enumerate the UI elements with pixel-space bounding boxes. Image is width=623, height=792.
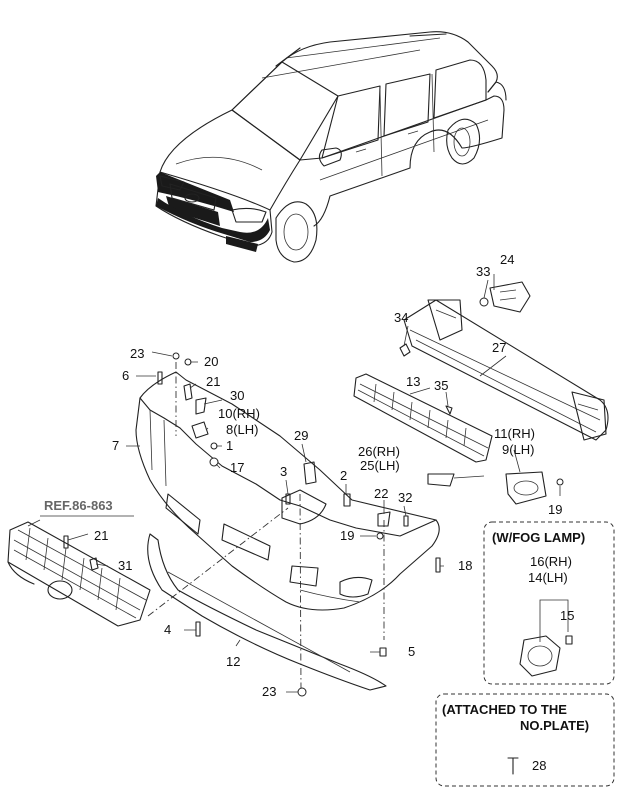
callout-3: 3	[280, 464, 287, 479]
callout-11: 11(RH)	[494, 426, 535, 441]
callout-34: 34	[394, 310, 408, 325]
callout-1: 1	[226, 438, 233, 453]
plate-box-line1: (ATTACHED TO THE	[442, 702, 567, 717]
callout-32: 32	[398, 490, 412, 505]
leader-lines	[27, 274, 569, 693]
callout-2: 2	[340, 468, 347, 483]
callout-25: 25(LH)	[360, 458, 400, 473]
callout-9: 9(LH)	[502, 442, 535, 457]
callout-23-top: 23	[130, 346, 144, 361]
small-parts	[63, 281, 564, 697]
callout-31: 31	[118, 558, 132, 573]
callout-14: 14(LH)	[528, 570, 568, 585]
callout-26: 26(RH)	[358, 444, 400, 459]
callout-21-upper: 21	[206, 374, 220, 389]
callout-8: 8(LH)	[226, 422, 259, 437]
callout-30: 30	[230, 388, 244, 403]
plate-box-line2: NO.PLATE)	[520, 718, 589, 733]
callout-6: 6	[122, 368, 129, 383]
bumper-lower-lip	[147, 533, 387, 691]
radiator-grille	[7, 521, 151, 627]
callout-20: 20	[204, 354, 218, 369]
callout-33: 33	[476, 264, 490, 279]
ref-label-group: REF.86-863	[40, 498, 134, 517]
callout-28: 28	[532, 758, 546, 773]
callouts: 24 33 34 27 13 35 23 20 6 21 30 10(RH) 8…	[94, 252, 574, 773]
plate-box: (ATTACHED TO THE NO.PLATE)	[435, 693, 615, 787]
callout-16: 16(RH)	[530, 554, 572, 569]
callout-5: 5	[408, 644, 415, 659]
bumper-grille-insert	[353, 373, 493, 463]
callout-4: 4	[164, 622, 171, 637]
fog-lamp-box: (W/FOG LAMP)	[483, 521, 615, 685]
callout-19-left: 19	[340, 528, 354, 543]
callout-18: 18	[458, 558, 472, 573]
callout-35: 35	[434, 378, 448, 393]
callout-27: 27	[492, 340, 506, 355]
callout-22: 22	[374, 486, 388, 501]
callout-7: 7	[112, 438, 119, 453]
callout-12: 12	[226, 654, 240, 669]
front-bumper-cover	[135, 371, 440, 611]
vehicle-illustration	[155, 31, 507, 263]
callout-24: 24	[500, 252, 514, 267]
bumper-beam	[403, 299, 609, 441]
callout-15: 15	[560, 608, 574, 623]
callout-29: 29	[294, 428, 308, 443]
ref-label: REF.86-863	[44, 498, 113, 513]
callout-10: 10(RH)	[218, 406, 260, 421]
callout-23-bottom: 23	[262, 684, 276, 699]
callout-21-lower: 21	[94, 528, 108, 543]
callout-13: 13	[406, 374, 420, 389]
fog-lamp-box-title: (W/FOG LAMP)	[492, 530, 585, 545]
callout-17: 17	[230, 460, 244, 475]
callout-19-right: 19	[548, 502, 562, 517]
reference-lines	[147, 362, 385, 691]
